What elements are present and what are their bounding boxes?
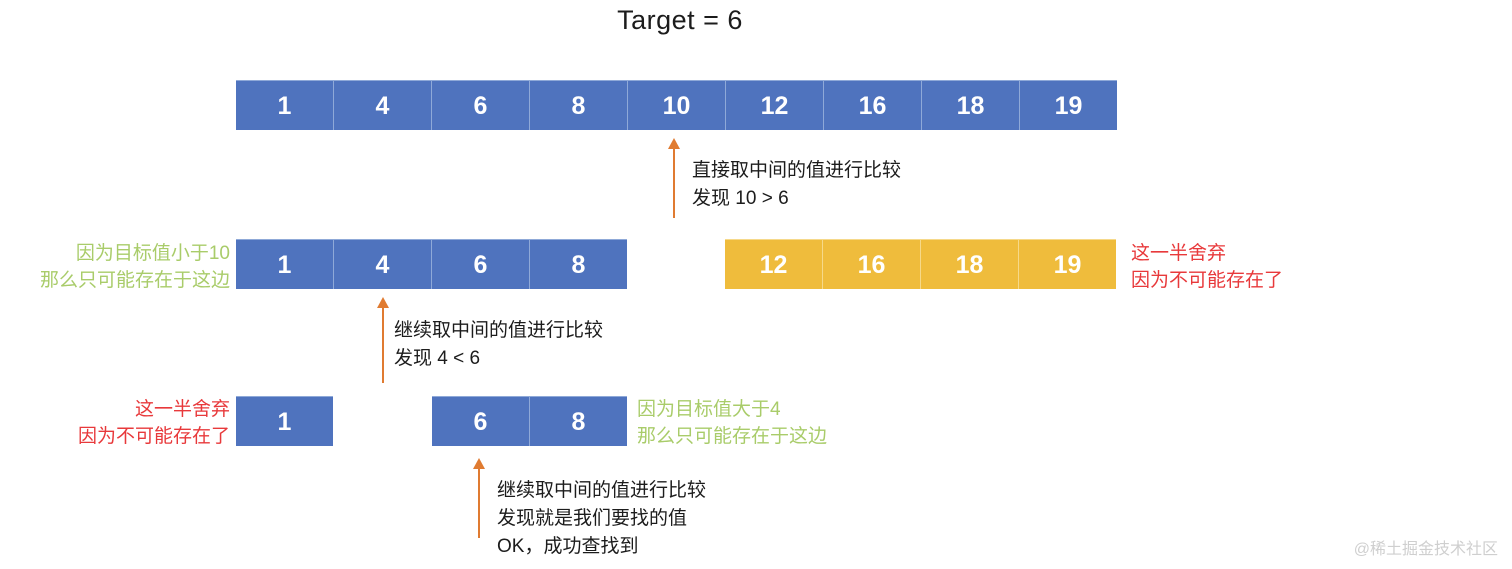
array-cell: 4: [333, 80, 431, 130]
row3-left-discard-note: 这一半舍弃 因为不可能存在了: [0, 396, 230, 450]
discarded-cell: 18: [920, 239, 1018, 289]
row3-left-discard-line1: 这一半舍弃: [134, 399, 230, 420]
watermark: @稀土掘金技术社区: [1353, 541, 1498, 558]
row2-right-discard-line2: 因为不可能存在了: [1131, 270, 1284, 291]
array-cell-midpoint: 10: [627, 80, 725, 130]
step3-note: 继续取中间的值进行比较 发现就是我们要找的值 OK，成功查找到: [497, 477, 706, 561]
discarded-cell: 1: [236, 396, 333, 446]
up-arrow-icon: [473, 458, 486, 538]
step2-note: 继续取中间的值进行比较 发现 4 < 6: [394, 317, 603, 373]
up-arrow-icon: [668, 138, 681, 218]
array-cell: 8: [529, 239, 627, 289]
array-cell-target: 6: [432, 396, 529, 446]
row2-right-discard-line1: 这一半舍弃: [1131, 243, 1227, 264]
array-cell: 12: [725, 80, 823, 130]
row3-right-keep-note: 因为目标值大于4 那么只可能存在于这边: [637, 396, 827, 450]
up-arrow-icon: [377, 297, 390, 383]
step1-note: 直接取中间的值进行比较 发现 10 > 6: [692, 157, 901, 213]
array-cell: 1: [236, 80, 333, 130]
step1-note-line1: 直接取中间的值进行比较: [692, 160, 902, 181]
row2-left-keep-line2: 那么只可能存在于这边: [39, 270, 230, 291]
array-cell: 6: [431, 239, 529, 289]
step2-note-line1: 继续取中间的值进行比较: [394, 320, 604, 341]
row3-right-keep-line2: 那么只可能存在于这边: [637, 426, 828, 447]
step3-note-line3: OK，成功查找到: [497, 536, 639, 557]
step3-note-line2: 发现就是我们要找的值: [497, 508, 688, 529]
discarded-cell: 19: [1018, 239, 1116, 289]
array-cell: 6: [431, 80, 529, 130]
row3-right-keep-line1: 因为目标值大于4: [637, 399, 781, 420]
array-cell: 8: [529, 80, 627, 130]
row3-left-discard-line2: 因为不可能存在了: [77, 426, 230, 447]
row2-right-discard-note: 这一半舍弃 因为不可能存在了: [1131, 240, 1283, 294]
array-cell: 16: [823, 80, 921, 130]
array-cell: 18: [921, 80, 1019, 130]
step2-note-line2: 发现 4 < 6: [394, 348, 481, 369]
step3-note-line1: 继续取中间的值进行比较: [497, 480, 707, 501]
discarded-cell: 12: [725, 239, 822, 289]
array-cell: 19: [1019, 80, 1117, 130]
page-title: Target = 6: [617, 5, 743, 35]
discarded-cell: 16: [822, 239, 920, 289]
row2-left-keep-line1: 因为目标值小于10: [75, 243, 230, 264]
array-cell-midpoint: 4: [333, 239, 431, 289]
row2-left-keep-note: 因为目标值小于10 那么只可能存在于这边: [0, 240, 230, 294]
array-cell: 1: [236, 239, 333, 289]
array-cell: 8: [529, 396, 627, 446]
step1-note-line2: 发现 10 > 6: [692, 188, 789, 209]
